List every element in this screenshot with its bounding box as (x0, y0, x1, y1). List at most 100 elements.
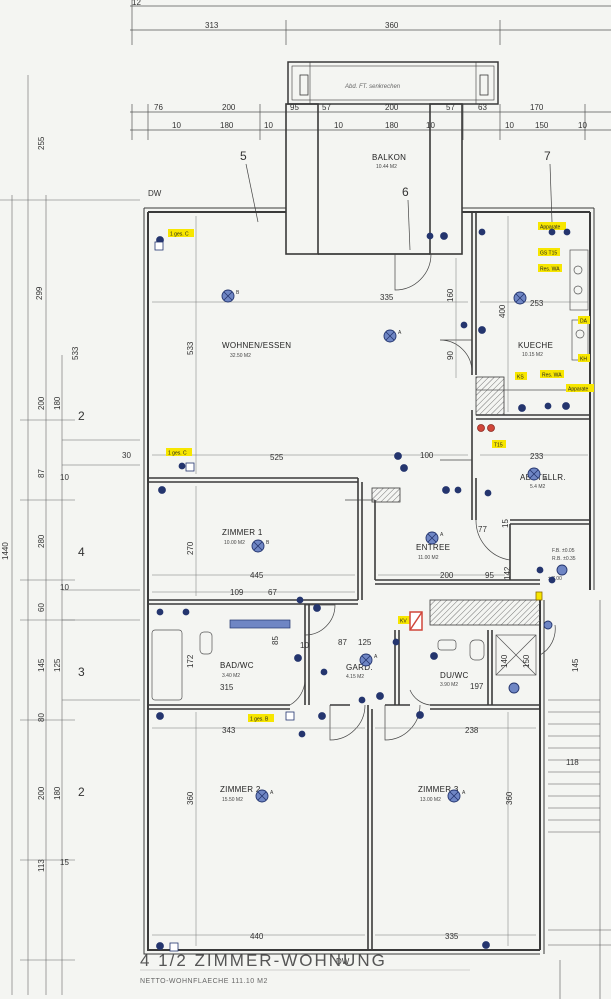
dim-top2-6: 63 (478, 103, 487, 112)
fb-label-2: R.B. ±0.35 (552, 556, 576, 562)
dim-col2-1: 200 (37, 396, 46, 410)
dim-v118: 118 (566, 758, 579, 767)
dim-v197: 197 (470, 682, 484, 691)
inner-dimension-lines (152, 216, 588, 946)
room-kueche-name: KUECHE (518, 341, 553, 350)
tag-reswa-1: Res. WA (540, 267, 560, 273)
tag-t15: T15 (494, 443, 503, 449)
marker-6: 6 (402, 185, 409, 199)
room-zimmer3-name: ZIMMER 3 (418, 785, 459, 794)
tag-ges-b: 1 ges. B (250, 717, 269, 723)
dim-v77: 77 (478, 525, 487, 534)
dim-top0: 12 (132, 0, 141, 7)
dim-top2-4: 200 (385, 103, 399, 112)
dim-col2-0: 533 (71, 346, 80, 360)
annotation-tags: Apparate GS T15 Res. WA Res. WA Apparate… (166, 222, 594, 723)
dim-top3-1: 180 (220, 121, 234, 130)
room-balkon-area: 10.44 M2 (376, 164, 397, 170)
left-dimension-labels: 1440 255 299 533 200 180 87 280 60 145 1… (1, 136, 131, 872)
tag-ks: KS (517, 375, 524, 381)
balcony-note: Abd. FT. senkrechen (344, 84, 401, 90)
dim-v145: 145 (571, 658, 580, 672)
dim-wohnen-w2: 525 (270, 453, 284, 462)
dim-kueche-w: 253 (530, 299, 544, 308)
thermostats (477, 424, 543, 601)
interior-walls (148, 212, 590, 950)
dim-col2-4: 280 (37, 534, 46, 548)
dim-z3-h: 360 (505, 791, 514, 805)
light-point-entry (556, 564, 568, 576)
sym-a-garderobe: A (374, 654, 378, 660)
switches (156, 228, 571, 950)
sym-a-zimmer3: A (462, 790, 466, 796)
sym-a-entree: A (440, 532, 444, 538)
dim-v15: 15 (501, 519, 510, 528)
light-point-stair (543, 620, 553, 630)
title-block: 4 1/2 ZIMMER-WOHNUNG NETTO-WOHNFLAECHE 1… (140, 951, 470, 985)
dim-v142: 142 (503, 566, 512, 580)
sym-a-zimmer2: A (270, 790, 274, 796)
top-dimension-labels: 313 360 12 76 200 95 57 200 57 63 170 10… (132, 0, 587, 130)
tag-ges-c-1: 1 ges. C (170, 232, 189, 238)
door-swings (289, 253, 556, 741)
dim-col3-0: 2 (78, 409, 85, 423)
room-zimmer1-area: 10.00 M2 (224, 540, 245, 546)
dim-small-3: 15 (60, 858, 69, 867)
dim-col2-9: 200 (37, 786, 46, 800)
room-zimmer2-name: ZIMMER 2 (220, 785, 261, 794)
room-abstellr-name: ABSTELLR. (520, 473, 566, 482)
dim-col2-7: 125 (53, 658, 62, 672)
dim-v85: 85 (271, 636, 280, 645)
plan-title: 4 1/2 ZIMMER-WOHNUNG (140, 951, 387, 970)
dw-label-2: DW (336, 957, 350, 966)
tag-reswa-2: Res. WA (542, 373, 562, 379)
dim-col2-8: 80 (37, 713, 46, 722)
dim-v125: 125 (358, 638, 372, 647)
dim-top2-7: 170 (530, 103, 544, 112)
dim-v87: 87 (338, 638, 347, 647)
tag-apparate-2: Apparate (568, 387, 589, 393)
room-zimmer1-name: ZIMMER 1 (222, 528, 263, 537)
light-point-duwc (508, 682, 520, 694)
exterior-walls (143, 207, 595, 955)
dim-entree-w2: 95 (485, 571, 494, 580)
dim-v10: 10 (300, 641, 309, 650)
tag-kh: KH (580, 357, 587, 363)
sym-a-wohnen: A (398, 330, 402, 336)
fb-label-1: F.B. ±0.05 (552, 548, 575, 554)
dim-v100: 100 (420, 451, 434, 460)
room-garderobe-area: 4.15 M2 (346, 674, 364, 680)
room-balkon-name: BALKON (372, 153, 406, 162)
tag-ges-c-2: 1 ges. C (168, 451, 187, 457)
tag-kv: KV (400, 619, 407, 625)
dim-kueche-h: 400 (498, 304, 507, 318)
left-dimensions (0, 75, 140, 995)
dim-v90: 90 (446, 351, 455, 360)
dim-col2-10: 180 (53, 786, 62, 800)
dim-wohnen-h: 533 (186, 341, 195, 355)
plan-subtitle: NETTO-WOHNFLAECHE 111.10 M2 (140, 978, 268, 985)
sym-b-wohnen: B (236, 290, 240, 296)
tag-da: DA (580, 319, 588, 325)
dim-z1-h: 270 (186, 541, 195, 555)
dim-wohnen-w: 335 (380, 293, 394, 302)
room-garderobe-name: GARD. (346, 663, 373, 672)
dim-top2-2: 95 (290, 103, 299, 112)
electrical-crosses (223, 291, 539, 801)
sym-b-zimmer1: B (266, 540, 270, 546)
dim-top1-1: 360 (385, 21, 399, 30)
dw-label-1: DW (148, 189, 162, 198)
dim-col1-1: 299 (35, 286, 44, 300)
dim-v160: 160 (446, 288, 455, 302)
room-entree-area: 11.00 M2 (418, 555, 439, 561)
dim-z2-w2: 440 (250, 932, 264, 941)
stairwell (548, 600, 611, 999)
room-duwc-area: 3.90 M2 (440, 682, 458, 688)
room-entree-name: ENTREE (416, 543, 450, 552)
dim-entree-w: 200 (440, 571, 454, 580)
dim-col2-2: 180 (53, 396, 62, 410)
room-labels: BALKON 10.44 M2 WOHNEN/ESSEN 32.50 M2 KU… (220, 153, 566, 803)
dim-col3-3: 2 (78, 785, 85, 799)
dim-v150: 150 (522, 654, 531, 668)
